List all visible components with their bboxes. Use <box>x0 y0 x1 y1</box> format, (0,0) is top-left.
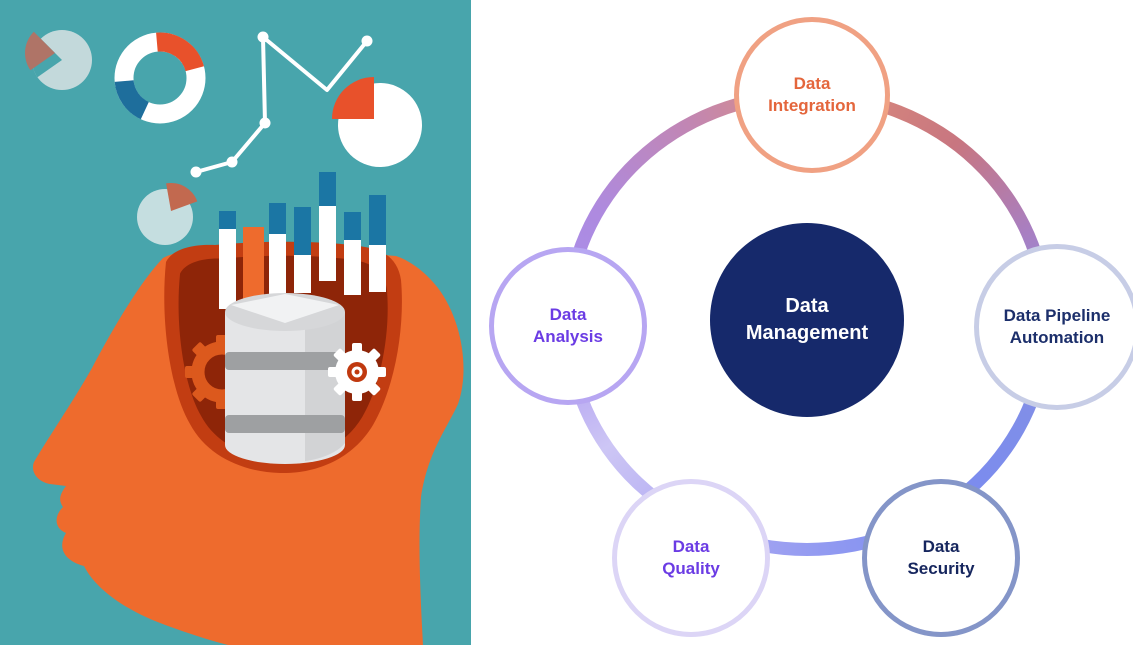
node-label-line1: Data Pipeline <box>1003 305 1111 325</box>
node-label: Data Pipeline Automation <box>1004 305 1111 349</box>
node-label-line1: Data <box>672 536 710 556</box>
node-label-line1: Data <box>922 536 960 556</box>
node-label-line2: Quality <box>662 559 720 578</box>
node-data-quality: Data Quality <box>612 479 770 637</box>
line-chart-icon <box>190 31 373 178</box>
node-label-line2: Integration <box>768 96 856 115</box>
node-data-analysis: Data Analysis <box>489 247 647 405</box>
node-data-security: Data Security <box>862 479 1020 637</box>
node-label-line1: Data <box>793 73 831 93</box>
center-label: Data Management <box>746 293 868 347</box>
node-label-line2: Automation <box>1009 328 1105 347</box>
node-data-integration: Data Integration <box>734 17 890 173</box>
node-label: Data Quality <box>662 536 720 580</box>
database-icon <box>225 293 345 464</box>
node-label: Data Analysis <box>533 304 603 348</box>
gear-icon <box>328 343 386 401</box>
node-label: Data Security <box>907 536 974 580</box>
donut-chart-icon <box>114 32 206 124</box>
node-label-line2: Analysis <box>533 327 603 346</box>
node-data-pipeline-automation: Data Pipeline Automation <box>974 244 1133 410</box>
pie-chart-icon <box>137 182 198 245</box>
center-label-line1: Data <box>785 295 829 317</box>
illustration-canvas <box>0 0 471 645</box>
node-label-line1: Data <box>549 304 587 324</box>
node-label: Data Integration <box>768 73 856 117</box>
node-data-management: Data Management <box>710 223 904 417</box>
pie-chart-icon <box>332 77 422 167</box>
pie-chart-icon <box>24 30 92 90</box>
node-label-line2: Security <box>907 559 975 578</box>
data-brain-illustration <box>0 0 471 645</box>
center-label-line2: Management <box>745 322 869 344</box>
